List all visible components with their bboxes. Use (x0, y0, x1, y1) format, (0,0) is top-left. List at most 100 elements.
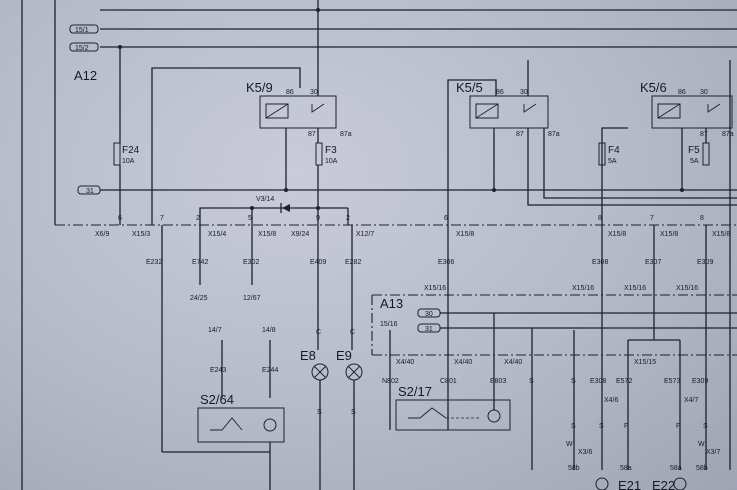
wire-label: E308 (590, 378, 606, 385)
relay-pin: 87 (516, 131, 524, 138)
reference-label: 24/25 (190, 295, 208, 302)
connector-label: X15/4 (208, 231, 226, 238)
connector-label: X4/7 (684, 397, 699, 404)
lamp-cross (347, 365, 361, 379)
relay-k5-5 (469, 95, 549, 129)
relay-k5-9-name: K5/9 (246, 80, 273, 95)
connector-label: X4/40 (396, 359, 414, 366)
connector-label: X12/7 (356, 231, 374, 238)
connector-letter: S (317, 409, 322, 416)
wire-label: E244 (262, 367, 278, 374)
connector-letter: S (529, 378, 534, 385)
switch-s2-17 (395, 399, 511, 431)
relay-k5-5-contact (523, 103, 537, 113)
junction-dot (680, 188, 684, 192)
module-label-a12: A12 (74, 68, 97, 83)
connector-letter: W (566, 441, 573, 448)
a13-bus-label-31: 31 (425, 326, 433, 333)
pin-number: 8 (700, 215, 704, 222)
module-label-a13: A13 (380, 296, 403, 311)
wire-label: E308 (592, 259, 608, 266)
connector-label: X9/24 (291, 231, 309, 238)
reference-label: 14/7 (208, 327, 222, 334)
connector-label: X4/40 (504, 359, 522, 366)
fuse-f24 (113, 142, 121, 166)
switch-s2-64-name: S2/64 (200, 392, 234, 407)
wire-k5-5-87a (543, 128, 737, 199)
connector-letter: F (624, 423, 628, 430)
pin-number: 2 (196, 215, 200, 222)
switch-lamp (487, 409, 501, 423)
pin-number: 6 (444, 215, 448, 222)
connector-label: X15/8 (660, 231, 678, 238)
relay-k5-6-name: K5/6 (640, 80, 667, 95)
terminal-label: 58b (568, 465, 580, 472)
bus-label-box-31 (77, 185, 101, 195)
reference-label: 14/8 (262, 327, 276, 334)
relay-pin: 87a (722, 131, 734, 138)
lamp-e21 (595, 477, 609, 490)
relay-k5-5-coil (475, 103, 499, 119)
bus-label-box-15-2 (69, 42, 99, 52)
bus-label-15-2: 15/2 (75, 45, 89, 52)
relay-k5-6-coil (657, 103, 681, 119)
relay-coil-slash (475, 103, 499, 119)
a13-bus-label-30: 30 (425, 311, 433, 318)
relay-pin: 87a (548, 131, 560, 138)
fuse-f3 (315, 142, 323, 166)
diode-v3-14 (282, 204, 290, 212)
relay-pin: 87 (308, 131, 316, 138)
bus-label-box-15-1 (69, 24, 99, 34)
relay-pin: 30 (310, 89, 318, 96)
connector-letter: S (351, 409, 356, 416)
connector-letter: F (676, 423, 680, 430)
relay-coil-slash (265, 103, 289, 119)
connector-label: X15/16 (624, 285, 646, 292)
switch-contact (210, 417, 243, 431)
junction-dot (118, 45, 122, 49)
fuse-f3-rating: 10A (325, 158, 338, 165)
connector-label: X15/16 (572, 285, 594, 292)
connector-label: X6/9 (95, 231, 110, 238)
connector-label: X15/16 (424, 285, 446, 292)
wire-label: E307 (645, 259, 661, 266)
wire-label: E803 (490, 378, 506, 385)
wire-f4 (601, 127, 628, 225)
connector-label: X15/8 (712, 231, 730, 238)
fuse-f3-name: F3 (325, 145, 337, 156)
relay-pin: 86 (286, 89, 294, 96)
fuse-f24-name: F24 (122, 145, 140, 156)
terminal-label: 58a (670, 465, 682, 472)
lamp-e8-name: E8 (300, 348, 316, 363)
wire-k59-coil (151, 67, 301, 225)
relay-pin: 30 (700, 89, 708, 96)
diode-v3-14-name: V3/14 (256, 196, 274, 203)
wire-label: E232 (146, 259, 162, 266)
connector-letter: C (316, 329, 321, 336)
switch-s2-17-name: S2/17 (398, 384, 432, 399)
connector-letter: S (571, 423, 576, 430)
pin-number: 2 (346, 215, 350, 222)
fuse-f4 (598, 142, 606, 166)
connector-letter: C (350, 329, 355, 336)
relay-k5-6-contact (707, 103, 721, 113)
relay-pin: 86 (496, 89, 504, 96)
fuse-f5-rating: 5A (690, 158, 699, 165)
connector-label: X15/8 (258, 231, 276, 238)
bus-label-15-1: 15/1 (75, 27, 89, 34)
connector-letter: S (599, 423, 604, 430)
relay-coil-slash (657, 103, 681, 119)
connector-label: X15/16 (676, 285, 698, 292)
connector-letter: W (698, 441, 705, 448)
junction-dot (316, 8, 320, 12)
wire-label: N802 (382, 378, 399, 385)
switch-s2-64 (197, 407, 285, 443)
connector-label: X3/7 (706, 449, 721, 456)
fuse-f4-rating: 5A (608, 158, 617, 165)
switch-contact (408, 407, 447, 419)
relay-k5-9-coil (265, 103, 289, 119)
lamp-cross (313, 365, 327, 379)
wire-label: E309 (697, 259, 713, 266)
